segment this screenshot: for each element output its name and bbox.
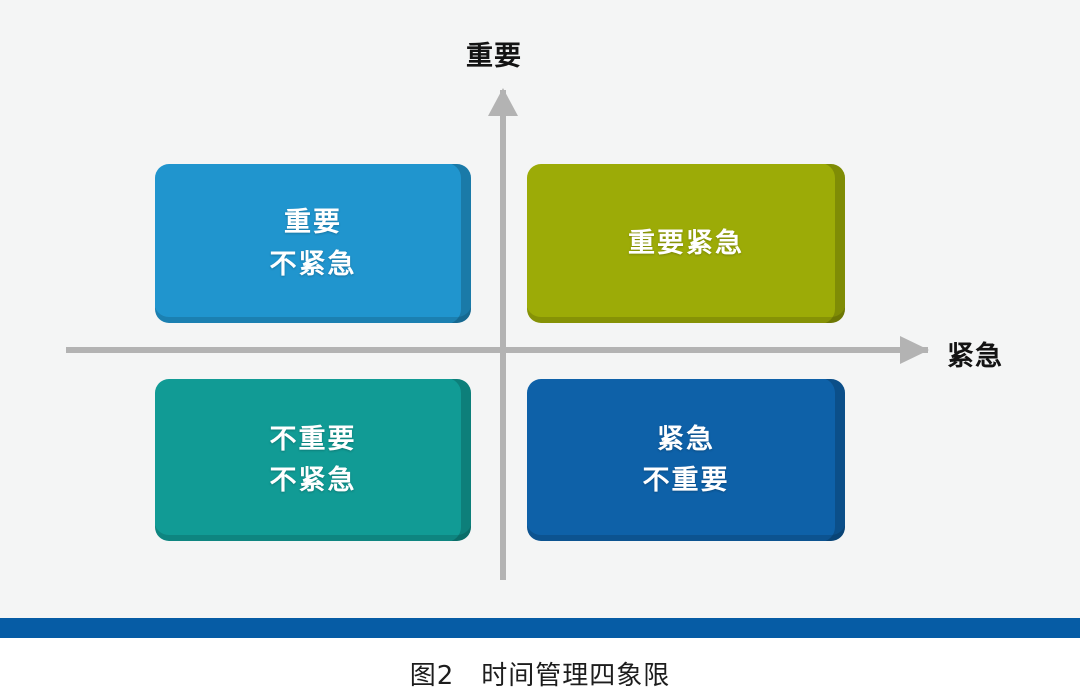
vertical-axis-label: 重要 [466,41,522,71]
quadrant-label-line: 不重要 [269,423,357,454]
horizontal-axis-line [66,347,928,353]
vertical-axis-line [500,90,506,580]
quadrant-label-line: 不紧急 [269,465,357,495]
figure-caption: 图2 时间管理四象限 [409,661,671,691]
quadrant-label-line: 不紧急 [269,248,357,279]
quadrant-important-urgent[interactable]: 重要紧急 [527,164,845,323]
quadrant-label-line: 紧急 [657,423,715,454]
horizontal-axis-label: 紧急 [947,341,1003,371]
quadrant-not-important-not-urgent[interactable]: 不重要 不紧急 [155,379,471,541]
quadrant-label-line: 重要 [284,207,342,238]
bottom-rule-divider [0,618,1080,638]
arrow-right-icon [900,336,929,364]
arrow-up-icon [488,88,518,116]
diagram-canvas: 重要 紧急 重要 不紧急 重要紧急 不重要 不紧急 紧急 不重要 [0,0,1080,618]
quadrant-urgent-not-important[interactable]: 紧急 不重要 [527,379,845,541]
quadrant-label-line: 不重要 [642,465,730,495]
quadrant-label-line: 重要紧急 [628,227,744,258]
quadrant-important-not-urgent[interactable]: 重要 不紧急 [155,164,471,323]
